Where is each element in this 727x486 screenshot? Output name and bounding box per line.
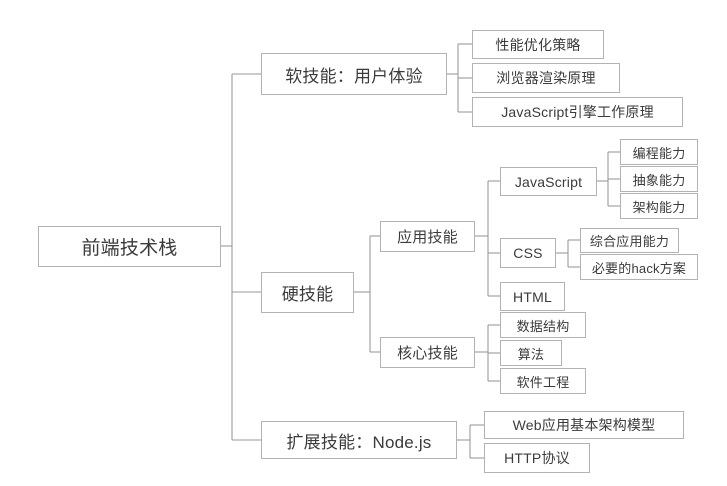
node-browser-rendering[interactable]: 浏览器渲染原理 [472, 63, 620, 93]
node-algorithms[interactable]: 算法 [500, 340, 562, 366]
node-javascript[interactable]: JavaScript [500, 167, 597, 196]
node-label: 软技能：用户体验 [285, 66, 423, 86]
node-js-engine-principles[interactable]: JavaScript引擎工作原理 [472, 97, 683, 127]
node-hard-skills[interactable]: 硬技能 [261, 272, 354, 313]
node-label: 算法 [517, 346, 545, 362]
node-programming-ability[interactable]: 编程能力 [620, 139, 698, 165]
node-application-skills[interactable]: 应用技能 [380, 221, 475, 252]
node-label: HTTP协议 [504, 450, 570, 466]
node-performance-optimization[interactable]: 性能优化策略 [472, 30, 604, 59]
node-root[interactable]: 前端技术栈 [38, 226, 221, 267]
node-necessary-hack-solutions[interactable]: 必要的hack方案 [580, 254, 698, 280]
node-label: Web应用基本架构模型 [512, 417, 656, 433]
node-label: JavaScript [514, 173, 583, 190]
node-software-engineering[interactable]: 软件工程 [500, 368, 586, 394]
node-label: 性能优化策略 [495, 36, 581, 53]
node-soft-skills[interactable]: 软技能：用户体验 [261, 53, 447, 95]
node-label: 软件工程 [516, 374, 570, 390]
node-architecture-ability[interactable]: 架构能力 [620, 193, 698, 219]
node-label: 数据结构 [516, 318, 570, 334]
node-label: 核心技能 [397, 345, 458, 362]
node-label: 扩展技能：Node.js [286, 432, 432, 452]
node-extended-skills[interactable]: 扩展技能：Node.js [261, 421, 457, 459]
node-label: 硬技能 [281, 285, 334, 304]
node-label: 必要的hack方案 [591, 260, 687, 276]
node-label: JavaScript引擎工作原理 [501, 104, 654, 120]
node-label: 综合应用能力 [589, 234, 670, 249]
node-label: 浏览器渲染原理 [496, 70, 596, 86]
node-label: HTML [513, 288, 552, 305]
node-http-protocol[interactable]: HTTP协议 [484, 443, 590, 473]
node-label: 编程能力 [632, 145, 686, 161]
node-label: 抽象能力 [632, 172, 686, 188]
node-label: 前端技术栈 [81, 238, 178, 259]
node-html[interactable]: HTML [500, 282, 565, 311]
node-web-architecture-model[interactable]: Web应用基本架构模型 [484, 411, 684, 439]
node-css[interactable]: CSS [500, 238, 556, 268]
node-data-structures[interactable]: 数据结构 [500, 312, 586, 338]
node-label: 应用技能 [397, 229, 458, 246]
node-core-skills[interactable]: 核心技能 [380, 337, 475, 368]
node-label: CSS [513, 245, 543, 261]
node-comprehensive-application-ability[interactable]: 综合应用能力 [580, 228, 679, 253]
node-abstraction-ability[interactable]: 抽象能力 [620, 166, 698, 192]
node-label: 架构能力 [632, 199, 686, 215]
